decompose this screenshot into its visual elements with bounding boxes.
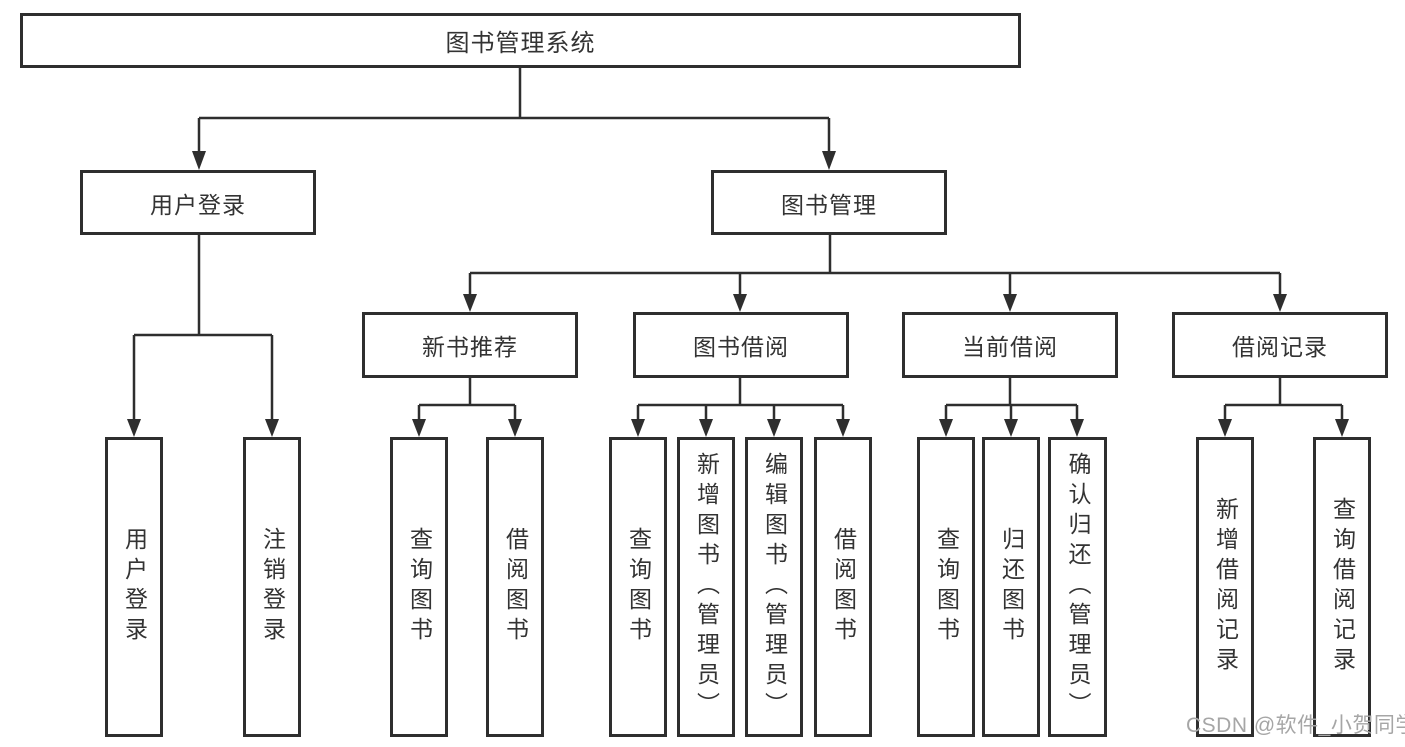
node-borrow-records: 借阅记录 [1172, 312, 1388, 378]
leaf-br-query-record: 查询借阅记录 [1313, 437, 1371, 737]
leaf-bb-edit-books-admin: 编辑图书（管理员） [745, 437, 803, 737]
leaf-user-login: 用户登录 [105, 437, 163, 737]
node-new-book-rec-label: 新书推荐 [422, 334, 518, 360]
leaf-label: 查询借阅记录 [1329, 497, 1356, 677]
connector-new-book-rec-children [417, 378, 517, 420]
arrowhead [733, 294, 747, 312]
node-user-login: 用户登录 [80, 170, 316, 235]
leaf-bb-borrow-books: 借阅图书 [814, 437, 872, 737]
arrowhead [1218, 419, 1232, 437]
connector-root-to-level2 [197, 66, 831, 153]
leaf-bb-query-books: 查询图书 [609, 437, 667, 737]
leaf-label: 归还图书 [998, 527, 1025, 647]
arrowhead [1070, 419, 1084, 437]
node-current-borrow-label: 当前借阅 [962, 334, 1058, 360]
node-book-mgmt-label: 图书管理 [781, 191, 877, 218]
leaf-bb-add-books-admin: 新增图书（管理员） [677, 437, 735, 737]
node-current-borrow: 当前借阅 [902, 312, 1118, 378]
leaf-nb-borrow-books: 借阅图书 [486, 437, 544, 737]
leaf-label: 确认归还（管理员） [1065, 452, 1091, 722]
connector-book-mgmt-children [468, 235, 1282, 295]
arrowhead [1273, 294, 1287, 312]
connector-borrow-records-children [1223, 378, 1344, 420]
node-book-borrow-label: 图书借阅 [693, 334, 789, 360]
leaf-cb-return-books: 归还图书 [982, 437, 1040, 737]
leaf-label: 查询图书 [933, 527, 960, 647]
arrowhead [939, 419, 953, 437]
leaf-label: 借阅图书 [502, 527, 529, 647]
arrowhead [767, 419, 781, 437]
arrowhead [463, 294, 477, 312]
csdn-watermark: CSDN @软件_小贺同学 [1186, 714, 1405, 737]
arrowhead [192, 151, 206, 170]
arrowhead [1003, 294, 1017, 312]
leaf-label: 查询图书 [625, 527, 652, 647]
leaf-label: 查询图书 [406, 527, 433, 647]
arrowhead [412, 419, 426, 437]
arrowhead [631, 419, 645, 437]
node-user-login-label: 用户登录 [150, 191, 246, 218]
node-new-book-rec: 新书推荐 [362, 312, 578, 378]
leaf-cb-confirm-return-admin: 确认归还（管理员） [1048, 437, 1107, 737]
leaf-label: 借阅图书 [830, 527, 857, 647]
leaf-label: 新增借阅记录 [1212, 497, 1239, 677]
connector-book-borrow-children [636, 378, 845, 420]
arrowhead [1335, 419, 1349, 437]
leaf-br-add-record: 新增借阅记录 [1196, 437, 1254, 737]
leaf-nb-query-books: 查询图书 [390, 437, 448, 737]
node-borrow-records-label: 借阅记录 [1232, 334, 1328, 360]
arrowhead [265, 419, 279, 437]
connector-user-login-children [132, 235, 274, 420]
arrowhead [836, 419, 850, 437]
arrowhead [508, 419, 522, 437]
leaf-cb-query-books: 查询图书 [917, 437, 975, 737]
node-book-mgmt: 图书管理 [711, 170, 947, 235]
connector-current-borrow-children [944, 378, 1079, 420]
leaf-label: 用户登录 [121, 527, 148, 647]
node-root: 图书管理系统 [20, 13, 1021, 68]
leaf-label: 新增图书（管理员） [693, 452, 720, 722]
node-root-label: 图书管理系统 [445, 30, 596, 57]
node-book-borrow: 图书借阅 [633, 312, 849, 378]
leaf-label: 注销登录 [259, 527, 286, 647]
leaf-label: 编辑图书（管理员） [761, 452, 788, 722]
arrowhead [127, 419, 141, 437]
arrowhead [822, 151, 836, 170]
arrowhead [1004, 419, 1018, 437]
arrowhead [699, 419, 713, 437]
leaf-logout: 注销登录 [243, 437, 301, 737]
